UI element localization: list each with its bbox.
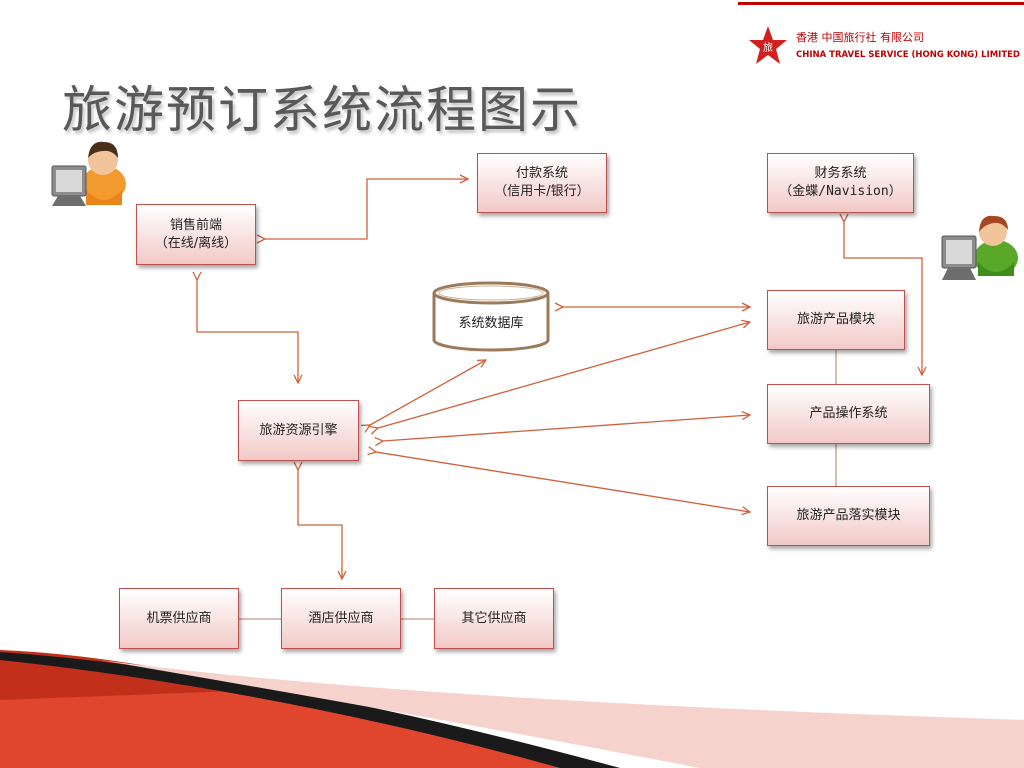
logo-chinese-name: 香港 中国旅行社 有限公司 [796, 31, 924, 44]
travel-product-module-box: 旅游产品模块 [767, 290, 905, 350]
top-rule [738, 2, 1024, 5]
star-logo-icon: 旅 [749, 26, 787, 64]
system-database-label: 系统数据库 [458, 316, 524, 331]
hotel-supplier-label: 酒店供应商 [308, 610, 374, 626]
air-ticket-supplier-box: 机票供应商 [119, 588, 239, 649]
finance-system-line2: （金蝶/Navision） [779, 184, 902, 199]
payment-system-line1: 付款系统 [515, 166, 568, 181]
air-ticket-supplier-label: 机票供应商 [146, 610, 212, 626]
hotel-supplier-box: 酒店供应商 [281, 588, 401, 649]
sales-frontend-line1: 销售前端 [169, 217, 222, 233]
resource-engine-box: 旅游资源引擎 [238, 400, 359, 461]
other-supplier-box: 其它供应商 [434, 588, 554, 649]
payment-system-box: 付款系统 （信用卡/银行） [477, 153, 607, 213]
arrow-engine-suppliers [298, 470, 342, 579]
payment-system-line2: （信用卡/银行） [494, 184, 590, 199]
arrow-sales-engine [197, 280, 298, 383]
finance-system-box: 财务系统 （金蝶/Navision） [767, 153, 914, 213]
page-title: 旅游预订系统流程图示 [62, 81, 582, 139]
arrow-engine-operation [383, 415, 750, 441]
sales-frontend-box: 销售前端 （在线/离线） [136, 204, 256, 265]
other-supplier-label: 其它供应商 [461, 610, 527, 626]
user-at-computer-icon-green [941, 215, 1018, 280]
travel-product-module-label: 旅游产品模块 [796, 312, 875, 327]
travel-fulfillment-module-box: 旅游产品落实模块 [767, 486, 930, 546]
arrow-engine-module [378, 322, 750, 428]
arrow-engine-fulfillment [376, 452, 750, 512]
database-icon [432, 281, 550, 352]
resource-engine-label: 旅游资源引擎 [259, 422, 338, 438]
product-operation-system-label: 产品操作系统 [809, 406, 888, 421]
sales-frontend-line2: （在线/离线） [154, 235, 238, 251]
decorative-swoosh [0, 650, 1024, 768]
cts-logo: 旅 香港 中国旅行社 有限公司 CHINA TRAVEL SERVICE (HO… [748, 24, 1020, 68]
user-at-computer-icon-orange [51, 141, 126, 206]
finance-system-line1: 财务系统 [814, 166, 867, 181]
logo-english-name: CHINA TRAVEL SERVICE (HONG KONG) LIMITED [796, 50, 1020, 60]
svg-text:旅: 旅 [763, 41, 773, 54]
arrow-engine-db [370, 360, 486, 425]
travel-fulfillment-module-label: 旅游产品落实模块 [796, 508, 901, 523]
arrow-finance-operation [844, 222, 922, 375]
product-operation-system-box: 产品操作系统 [767, 384, 930, 444]
arrow-sales-payment [265, 179, 468, 239]
